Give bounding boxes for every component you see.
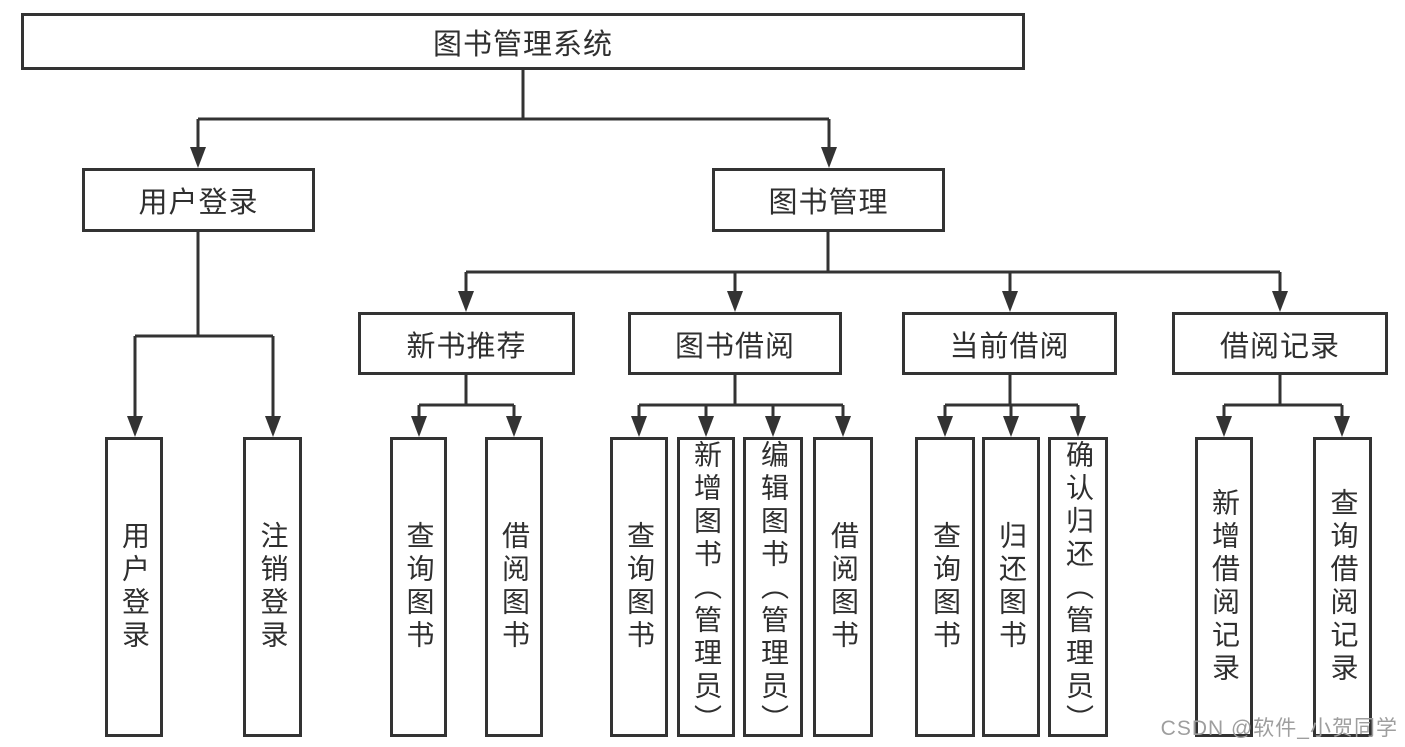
node-book-borrowing: 图书借阅: [628, 312, 842, 375]
leaf-borrowing-add-books-admin: 新增图书（管理员）: [677, 437, 735, 737]
leaf-borrowing-query-books: 查询图书: [610, 437, 668, 737]
node-user-login: 用户登录: [82, 168, 315, 232]
tree-branch-lines: [133, 70, 1344, 423]
leaf-recommend-borrow-books: 借阅图书: [485, 437, 543, 737]
node-library-management-system: 图书管理系统: [21, 13, 1025, 70]
leaf-records-query-borrow-record: 查询借阅记录: [1313, 437, 1372, 737]
leaf-logout-login: 注销登录: [243, 437, 302, 737]
node-book-management: 图书管理: [712, 168, 945, 232]
leaf-borrowing-edit-books-admin: 编辑图书（管理员）: [743, 437, 803, 737]
leaf-borrowing-borrow-books: 借阅图书: [813, 437, 873, 737]
node-borrowing-records: 借阅记录: [1172, 312, 1388, 375]
leaf-user-login: 用户登录: [105, 437, 163, 737]
csdn-watermark: CSDN @软件_小贺同学: [1160, 717, 1398, 740]
node-new-book-recommendation: 新书推荐: [358, 312, 575, 375]
leaf-current-return-books: 归还图书: [982, 437, 1040, 737]
leaf-current-confirm-return-admin: 确认归还（管理员）: [1048, 437, 1108, 737]
leaf-recommend-query-books: 查询图书: [390, 437, 447, 737]
node-current-borrowing: 当前借阅: [902, 312, 1117, 375]
arrowhead-icons: [127, 147, 1350, 437]
leaf-records-add-borrow-record: 新增借阅记录: [1195, 437, 1253, 737]
leaf-current-query-books: 查询图书: [915, 437, 975, 737]
